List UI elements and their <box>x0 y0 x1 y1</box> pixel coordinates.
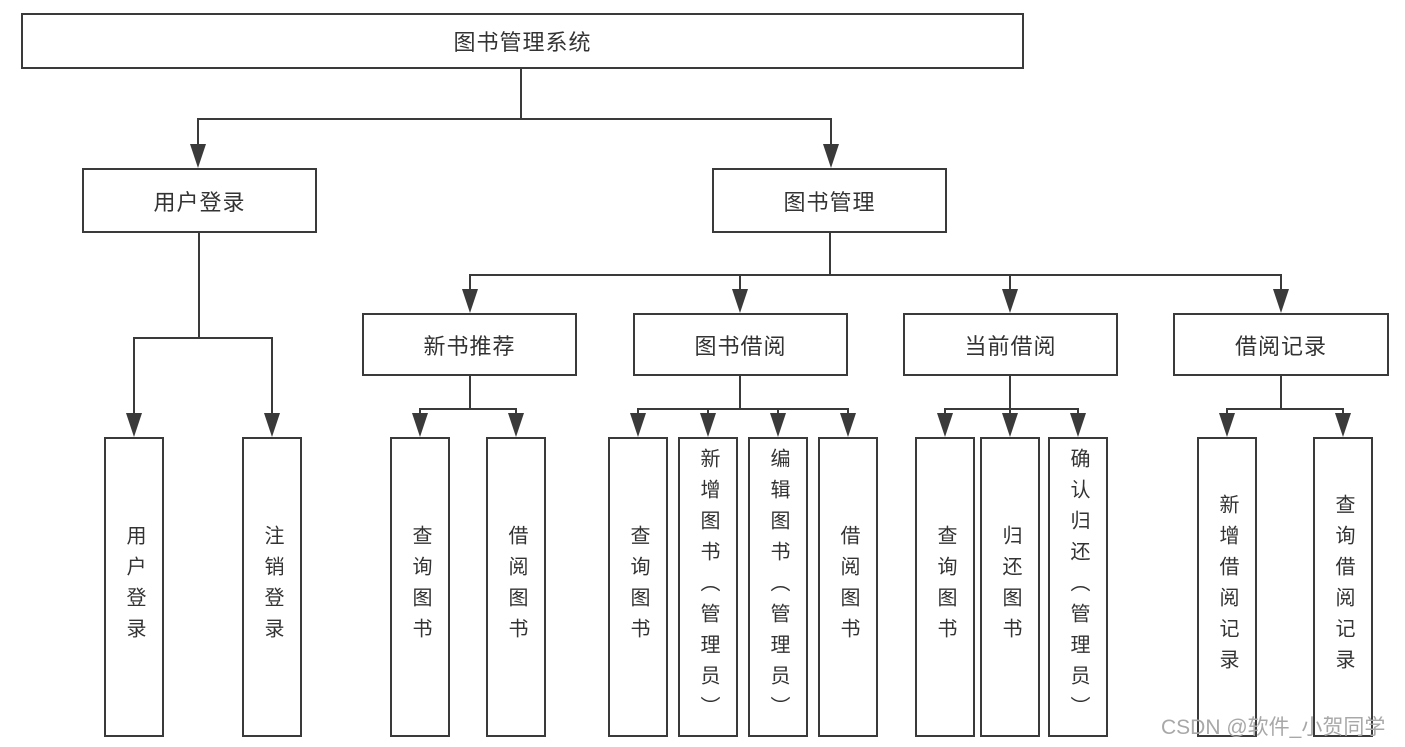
leaf-current-query-books: 查询图书 <box>915 437 975 737</box>
leaf-current-return-books: 归还图书 <box>980 437 1040 737</box>
leaf-borrow-add-books-admin: 新增图书（管理员） <box>678 437 738 737</box>
leaf-newbook-query-books: 查询图书 <box>390 437 450 737</box>
leaf-records-query-record-label: 查询借阅记录 <box>1332 494 1354 680</box>
leaf-user-login: 用户登录 <box>104 437 164 737</box>
node-borrow-records-label: 借阅记录 <box>1234 333 1327 359</box>
node-root-label: 图书管理系统 <box>453 30 592 55</box>
leaf-borrow-add-books-admin-label: 新增图书（管理员） <box>697 447 719 727</box>
node-current-borrow: 当前借阅 <box>903 313 1118 376</box>
leaf-borrow-edit-books-admin: 编辑图书（管理员） <box>748 437 808 737</box>
leaf-records-add-record-label: 新增借阅记录 <box>1216 494 1238 680</box>
node-book-management-label: 图书管理 <box>783 189 876 215</box>
leaf-borrow-query-books: 查询图书 <box>608 437 668 737</box>
connector-borrow-records-to-leaves <box>1219 374 1351 437</box>
connector-user-login-to-leaves <box>126 232 280 437</box>
leaf-borrow-borrow-books-label: 借阅图书 <box>837 525 859 649</box>
leaf-records-add-record: 新增借阅记录 <box>1197 437 1257 737</box>
leaf-borrow-query-books-label: 查询图书 <box>627 525 649 649</box>
leaf-logout-label: 注销登录 <box>261 525 283 649</box>
connector-current-borrow-to-leaves <box>937 374 1086 437</box>
leaf-current-confirm-return-admin: 确认归还（管理员） <box>1048 437 1108 737</box>
node-user-login: 用户登录 <box>82 168 317 233</box>
leaf-borrow-edit-books-admin-label: 编辑图书（管理员） <box>767 447 789 727</box>
leaf-newbook-borrow-books: 借阅图书 <box>486 437 546 737</box>
leaf-borrow-borrow-books: 借阅图书 <box>818 437 878 737</box>
connector-new-book-to-leaves <box>412 374 524 437</box>
node-new-book-recommend-label: 新书推荐 <box>423 333 516 359</box>
leaf-newbook-borrow-books-label: 借阅图书 <box>505 525 527 649</box>
leaf-logout: 注销登录 <box>242 437 302 737</box>
leaf-current-return-books-label: 归还图书 <box>999 525 1021 649</box>
node-current-borrow-label: 当前借阅 <box>964 333 1057 359</box>
node-book-borrow: 图书借阅 <box>633 313 848 376</box>
csdn-watermark: CSDN @软件_小贺同学 <box>1161 716 1386 739</box>
leaf-records-query-record: 查询借阅记录 <box>1313 437 1373 737</box>
connector-book-borrow-to-leaves <box>630 374 856 437</box>
leaf-current-query-books-label: 查询图书 <box>934 525 956 649</box>
node-root: 图书管理系统 <box>21 13 1024 69</box>
leaf-newbook-query-books-label: 查询图书 <box>409 525 431 649</box>
connector-root-to-level2 <box>190 68 839 168</box>
leaf-user-login-label: 用户登录 <box>123 525 145 649</box>
connector-book-management-to-sections <box>462 232 1289 313</box>
node-book-management: 图书管理 <box>712 168 947 233</box>
node-book-borrow-label: 图书借阅 <box>694 333 787 359</box>
node-new-book-recommend: 新书推荐 <box>362 313 577 376</box>
node-user-login-label: 用户登录 <box>153 189 246 215</box>
node-borrow-records: 借阅记录 <box>1173 313 1389 376</box>
leaf-current-confirm-return-admin-label: 确认归还（管理员） <box>1067 447 1089 727</box>
